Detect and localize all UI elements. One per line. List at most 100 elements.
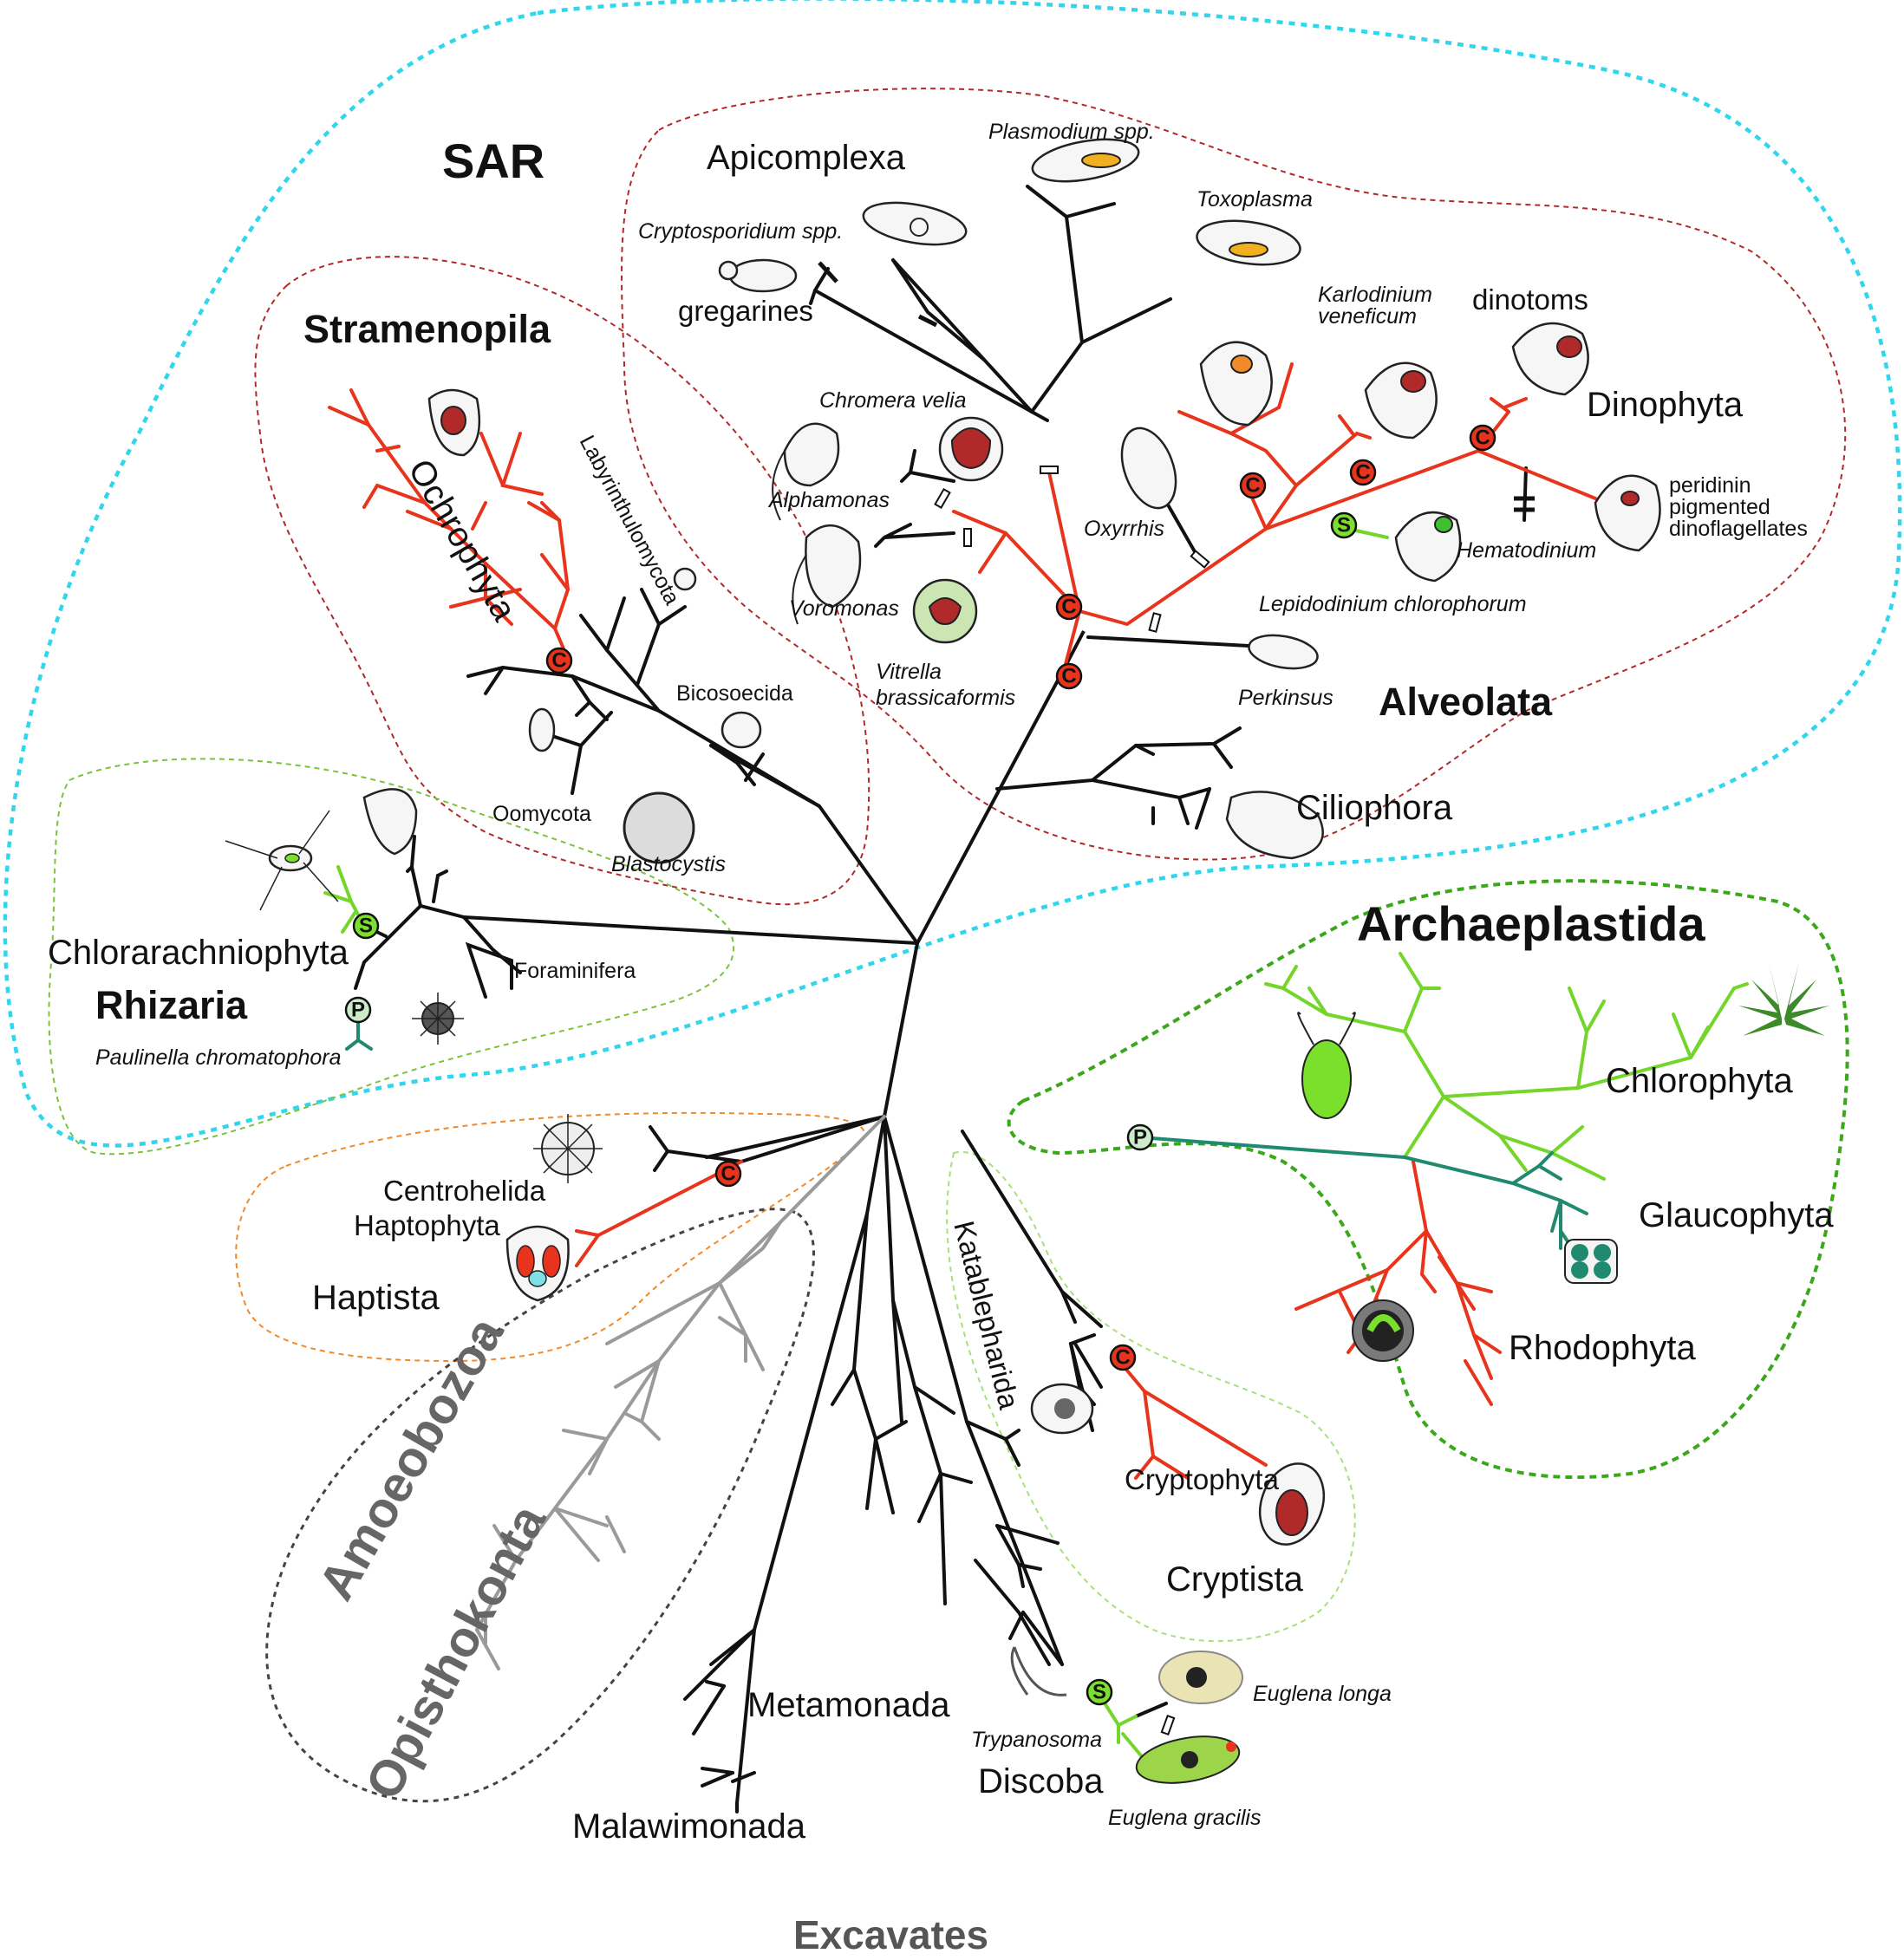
chromera-cell-icon <box>938 416 1004 482</box>
foraminifera-shell-icon <box>362 788 418 856</box>
plasmodium-cell-icon <box>1031 138 1140 183</box>
voromonas-cell-icon <box>792 524 862 625</box>
svg-text:C: C <box>1115 1346 1130 1370</box>
group-outlines <box>3 0 1902 1803</box>
malawimonada-label: Malawimonada <box>572 1807 806 1846</box>
opisthokont-outline <box>265 1208 815 1803</box>
lepidodinium-cell-icon <box>1394 511 1462 583</box>
secondary-green-node: S <box>1330 511 1358 539</box>
stramenopila-outline <box>254 256 870 906</box>
paulinella-label: Paulinella chromatophora <box>95 1045 342 1070</box>
complex-plastid-node: C <box>1055 662 1083 690</box>
green-alga-cell-icon <box>1297 1012 1356 1119</box>
bicosoecida-label: Bicosoecida <box>676 681 793 706</box>
branches-black <box>354 185 1528 1813</box>
alveolata-outline <box>621 88 1847 861</box>
hematodinium-label: Hematodinium <box>1457 538 1596 563</box>
glaucophyte-cell-icon <box>1564 1239 1618 1284</box>
branches-green <box>323 527 1749 1761</box>
labels: SAR Stramenopila Alveolata Rhizaria Arch… <box>48 120 1834 1957</box>
perkinsus-cell-icon <box>1248 634 1319 670</box>
svg-text:C: C <box>721 1162 735 1186</box>
oxyrrhis-label: Oxyrrhis <box>1084 517 1164 541</box>
karlodinium-label-1: Karlodinium <box>1318 283 1432 307</box>
oomycete-cell-icon <box>528 707 556 752</box>
svg-text:P: P <box>351 999 365 1022</box>
svg-text:S: S <box>1092 1681 1106 1704</box>
bicosoecid-cell-icon <box>721 711 762 749</box>
apicomplexa-label: Apicomplexa <box>707 139 906 177</box>
peridinin-dinoflagellate-icon <box>1594 474 1661 552</box>
branches-red <box>328 362 1597 1480</box>
dinophyta-label: Dinophyta <box>1587 386 1744 424</box>
alveolata-label: Alveolata <box>1379 680 1553 724</box>
blastocystis-label: Blastocystis <box>611 852 726 876</box>
complex-plastid-node: C <box>1239 472 1267 499</box>
peridinin-label-2: pigmented <box>1669 495 1770 519</box>
chromera-label: Chromera velia <box>819 388 967 413</box>
ochrophyte-cell-icon <box>427 388 481 457</box>
event-nodes: C C C C C C C C S S S P <box>344 424 1496 1706</box>
complex-plastid-node: C <box>545 647 573 674</box>
land-plant-leaf-icon <box>1738 962 1829 1036</box>
excavates-label: Excavates <box>793 1912 988 1957</box>
primary-plastid-node: P <box>1126 1123 1154 1151</box>
centrohelid-cell-icon <box>533 1114 603 1183</box>
cryptosporidium-label: Cryptosporidium spp. <box>638 219 843 244</box>
vitrella-cell-icon <box>912 578 978 644</box>
secondary-green-node: S <box>1086 1678 1113 1706</box>
gregarines-label: gregarines <box>678 295 813 327</box>
lepidodinium-label: Lepidodinium chlorophorum <box>1259 592 1527 616</box>
svg-text:P: P <box>1133 1126 1147 1149</box>
trypanosoma-label: Trypanosoma <box>971 1728 1102 1752</box>
voromonas-label: Voromonas <box>789 596 899 621</box>
chlorarachnion-cell-icon <box>225 810 339 911</box>
dinotom-cell-icon <box>1364 361 1438 440</box>
organism-illustrations <box>225 138 1829 1784</box>
oomycota-label: Oomycota <box>492 802 591 826</box>
loss-ticks <box>818 261 1535 512</box>
centrohelida-label: Centrohelida <box>383 1175 546 1207</box>
complex-plastid-node: C <box>1109 1344 1137 1371</box>
karlodinium-label-2: veneficum <box>1318 304 1417 329</box>
vitrella-label-2: brassicaformis <box>876 686 1015 710</box>
complex-plastid-node: C <box>714 1160 742 1188</box>
svg-text:C: C <box>551 649 566 673</box>
labyrinthulomycota-label: Labyrinthulomycota <box>575 432 685 609</box>
toxoplasma-label: Toxoplasma <box>1197 187 1313 212</box>
discoba-label: Discoba <box>978 1762 1104 1800</box>
alphamonas-label: Alphamonas <box>767 488 890 512</box>
perkinsus-label: Perkinsus <box>1238 686 1333 710</box>
labyrinthulid-cell-icon <box>673 567 697 591</box>
branches-teal <box>345 1019 1588 1259</box>
haptophyte-cell-icon <box>505 1225 570 1302</box>
svg-text:C: C <box>1355 461 1370 485</box>
haptista-outline <box>235 1111 865 1363</box>
rhizaria-label: Rhizaria <box>95 983 248 1027</box>
blastocystis-cell-icon <box>623 791 695 864</box>
red-alga-cell-icon <box>1352 1299 1414 1362</box>
svg-text:C: C <box>1061 596 1076 619</box>
svg-text:C: C <box>1245 474 1260 498</box>
chlorophyta-label: Chlorophyta <box>1606 1062 1793 1100</box>
vitrella-label-1: Vitrella <box>876 660 942 684</box>
archaeplastida-outline <box>1007 879 1849 1480</box>
ciliophora-label: Ciliophora <box>1296 789 1453 827</box>
foraminifera-label: Foraminifera <box>514 959 636 983</box>
haptista-label: Haptista <box>312 1279 440 1317</box>
haptophyta-label: Haptophyta <box>354 1209 500 1241</box>
sar-label: SAR <box>442 133 544 188</box>
svg-text:C: C <box>1475 427 1490 450</box>
chlorarachniophyta-label: Chlorarachniophyta <box>48 934 349 972</box>
alphamonas-cell-icon <box>772 422 840 521</box>
cryptista-label: Cryptista <box>1166 1560 1304 1599</box>
toxoplasma-cell-icon <box>1196 219 1301 266</box>
cryptophyte-cell-icon <box>1258 1462 1326 1546</box>
peridinin-label-1: peridinin <box>1669 473 1751 498</box>
branches-grey <box>475 1115 886 1670</box>
secondary-green-node: S <box>352 912 380 940</box>
sar-outline <box>3 0 1902 1148</box>
plasmodium-label: Plasmodium spp. <box>988 120 1155 144</box>
